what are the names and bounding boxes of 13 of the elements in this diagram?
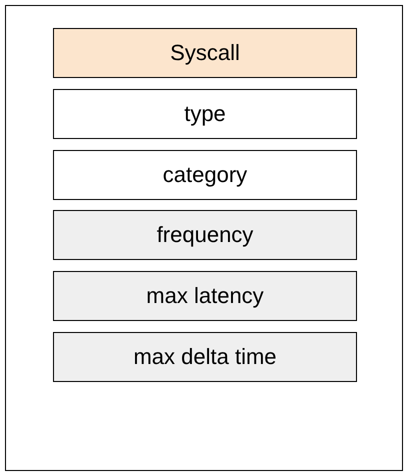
field-box — [53, 332, 357, 382]
field-label: Syscall — [169, 40, 241, 66]
field-label: category — [162, 162, 248, 188]
field-label: frequency — [156, 222, 254, 248]
field-label: max latency — [145, 283, 265, 309]
field-box — [53, 271, 357, 321]
field-box — [53, 89, 357, 139]
field-label: type — [183, 101, 227, 127]
field-box — [53, 28, 357, 78]
field-box — [53, 150, 357, 200]
field-label: max delta time — [132, 344, 278, 370]
field-box — [53, 210, 357, 260]
container-box — [5, 5, 403, 471]
